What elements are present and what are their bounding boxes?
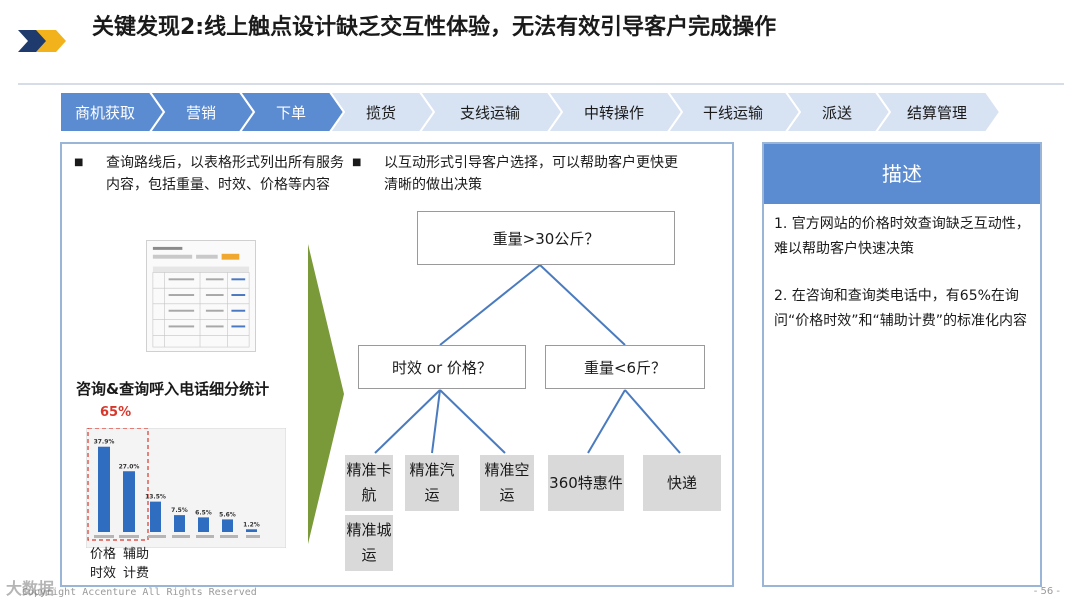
chart-bar-6 [246, 529, 257, 532]
process-step-8: 结算管理 [874, 92, 1002, 133]
description-body: 1. 官方网站的价格时效查询缺乏互动性，难以帮助客户快速决策 2. 在咨询和查询… [774, 212, 1032, 356]
chart-bar-4 [198, 517, 209, 532]
process-step-label: 揽货 [366, 104, 396, 122]
chart-bar-2 [150, 501, 161, 532]
process-step-0: 商机获取 [60, 92, 166, 133]
process-step-label: 商机获取 [75, 104, 135, 122]
process-step-label: 支线运输 [460, 104, 520, 122]
chart-bar-3 [174, 515, 185, 532]
bullet-text: 以互动形式引导客户选择，可以帮助客户更快更清晰的做出决策 [384, 155, 678, 193]
chart-value-label-3: 7.5% [171, 507, 188, 514]
highlight-percentage: 65% [100, 405, 132, 420]
decision-tree-connectors [374, 264, 681, 454]
highlight-dashed-box [87, 428, 149, 541]
process-step-6: 干线运输 [666, 92, 802, 133]
bullet-table-listing: ■ 查询路线后，以表格形式列出所有服务内容，包括重量、时效、价格等内容 [74, 152, 344, 196]
process-step-4: 支线运输 [418, 92, 564, 133]
process-step-label: 干线运输 [703, 104, 763, 122]
chart-value-label-4: 6.5% [195, 509, 212, 516]
tree-node-time-or-price: 时效 or 价格？ [358, 345, 526, 389]
process-step-label: 中转操作 [584, 104, 644, 122]
bullet-square-icon: ■ [352, 157, 362, 168]
chart-value-label-2: 13.5% [145, 494, 166, 501]
process-step-label: 结算管理 [907, 104, 967, 122]
page-title: 关键发现2:线上触点设计缺乏交互性体验，无法有效引导客户完成操作 [92, 15, 777, 40]
tree-node-weight-under-6: 重量<6斤？ [545, 345, 705, 389]
tree-leaf-express: 快递 [643, 455, 721, 511]
call-stats-bar-chart: 37.9% 27.0% 13.5% 7.5% 6.5% 5.6% 1.2% [86, 428, 286, 548]
description-panel: 描述 1. 官方网站的价格时效查询缺乏互动性，难以帮助客户快速决策 2. 在咨询… [762, 142, 1042, 587]
tree-leaf-360-special: 360特惠件 [548, 455, 624, 511]
logo-chevron-icon [18, 30, 66, 52]
process-bar: 商机获取 营销 下单 揽货 支线运输 中转操作 干线运输 派送 结算管理 [60, 92, 1002, 133]
price-table-thumbnail [146, 240, 256, 352]
survey-title: 咨询&查询呼入电话细分统计 [76, 380, 270, 398]
chart-value-label-0: 37.9% [94, 439, 115, 446]
caption-auxiliary-billing: 辅助计费 [123, 547, 150, 581]
bullet-square-icon: ■ [74, 157, 84, 168]
description-item-1: 1. 官方网站的价格时效查询缺乏互动性，难以帮助客户快速决策 [774, 216, 1030, 257]
process-step-label: 下单 [276, 104, 306, 122]
process-step-label: 营销 [186, 104, 216, 122]
chart-bar-0 [98, 446, 110, 532]
bullet-interactive-guide: ■ 以互动形式引导客户选择，可以帮助客户更快更清晰的做出决策 [352, 152, 682, 196]
process-step-7: 派送 [784, 92, 892, 133]
page-number: - 56 - [1033, 586, 1060, 597]
description-header: 描述 [764, 144, 1040, 204]
chart-value-label-5: 5.6% [219, 511, 236, 518]
title-divider [18, 83, 1064, 85]
tree-leaf-precise-truck: 精准卡航 [345, 455, 393, 511]
process-step-label: 派送 [822, 104, 852, 122]
watermark-text: 大数据 [6, 579, 55, 598]
tree-leaf-precise-road: 精准汽运 [405, 455, 459, 511]
tree-root-weight-over-30kg: 重量>30公斤？ [417, 211, 675, 265]
tree-leaf-precise-air: 精准空运 [480, 455, 534, 511]
chart-bar-5 [222, 519, 233, 532]
description-item-2: 2. 在咨询和查询类电话中，有65%在询问“价格时效”和“辅助计费”的标准化内容 [774, 288, 1028, 329]
green-arrow-icon [308, 244, 344, 544]
chart-value-label-1: 27.0% [119, 463, 140, 470]
copyright-footer: Copyright Accenture All Rights Reserved [22, 587, 257, 598]
process-step-2: 下单 [238, 92, 346, 133]
chart-value-label-6: 1.2% [243, 521, 260, 528]
process-step-5: 中转操作 [546, 92, 684, 133]
caption-price-timeliness: 价格时效 [90, 547, 117, 581]
tree-leaf-precise-city: 精准城运 [345, 515, 393, 571]
process-step-1: 营销 [148, 92, 256, 133]
chart-bar-1 [123, 471, 135, 532]
process-step-3: 揽货 [328, 92, 436, 133]
bullet-text: 查询路线后，以表格形式列出所有服务内容，包括重量、时效、价格等内容 [106, 155, 344, 193]
